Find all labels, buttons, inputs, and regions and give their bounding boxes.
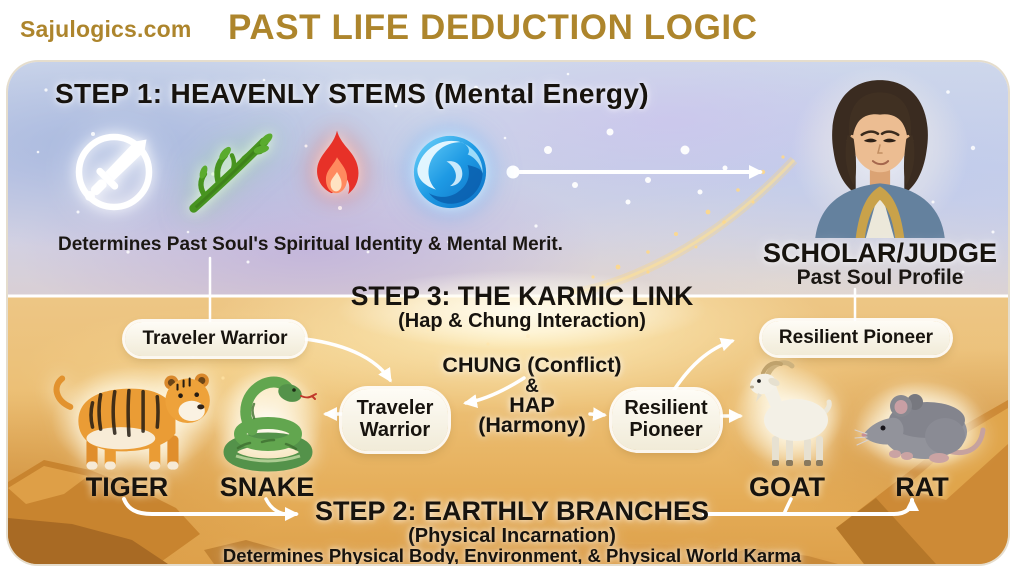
node-left-line1: Traveler	[356, 397, 434, 420]
node-resilient-pioneer: Resilient Pioneer	[612, 390, 720, 450]
node-traveler-warrior: Traveler Warrior	[342, 389, 448, 451]
rat-illustration	[854, 381, 987, 471]
badge-resilient-pioneer: Resilient Pioneer	[762, 321, 950, 355]
badge-traveler-warrior: Traveler Warrior	[125, 322, 305, 356]
scholar-portrait-illustration	[790, 66, 970, 238]
branch-label-tiger: TIGER	[85, 472, 169, 502]
step3-heading-glow	[337, 270, 707, 350]
step1-title: STEP 1: HEAVENLY STEMS (Mental Energy)	[55, 78, 649, 109]
branch-label-goat: GOAT	[749, 472, 825, 502]
interaction-ampersand: &	[525, 376, 539, 397]
goat-illustration	[733, 360, 843, 466]
node-left-line2: Warrior	[359, 419, 431, 441]
main-panel: STEP 1: HEAVENLY STEMS (Mental Energy)	[8, 62, 1008, 564]
profile-name: SCHOLAR/JUDGE	[762, 238, 998, 268]
tiger-illustration	[51, 366, 217, 476]
profile-subtitle: Past Soul Profile	[796, 266, 964, 289]
step2-caption: Determines Physical Body, Environment, &…	[222, 545, 802, 564]
snake-illustration	[213, 370, 323, 474]
step3-title: STEP 3: THE KARMIC LINK	[350, 281, 694, 311]
node-right-line1: Resilient	[624, 397, 708, 420]
node-right-line2: Pioneer	[629, 419, 703, 441]
step1-caption: Determines Past Soul's Spiritual Identit…	[58, 234, 563, 255]
canyon-landscape	[8, 307, 1008, 564]
step3-subtitle: (Hap & Chung Interaction)	[398, 310, 646, 332]
interaction-hap-label: HAP	[509, 393, 555, 417]
interaction-chung-label: CHUNG (Conflict)	[442, 353, 622, 377]
wood-branch-icon	[189, 133, 273, 213]
branch-label-rat: RAT	[895, 472, 949, 502]
site-name[interactable]: Sajulogics.com	[20, 16, 192, 42]
step2-title: STEP 2: EARTHLY BRANCHES	[314, 496, 710, 526]
metal-sword-icon	[75, 133, 153, 211]
page-title: PAST LIFE DEDUCTION LOGIC	[228, 8, 758, 47]
fire-flame-icon	[317, 130, 359, 195]
water-wave-icon	[413, 135, 487, 209]
branch-label-snake: SNAKE	[219, 472, 315, 502]
interaction-harmony-label: (Harmony)	[478, 413, 586, 437]
step2-subtitle: (Physical Incarnation)	[408, 525, 616, 547]
